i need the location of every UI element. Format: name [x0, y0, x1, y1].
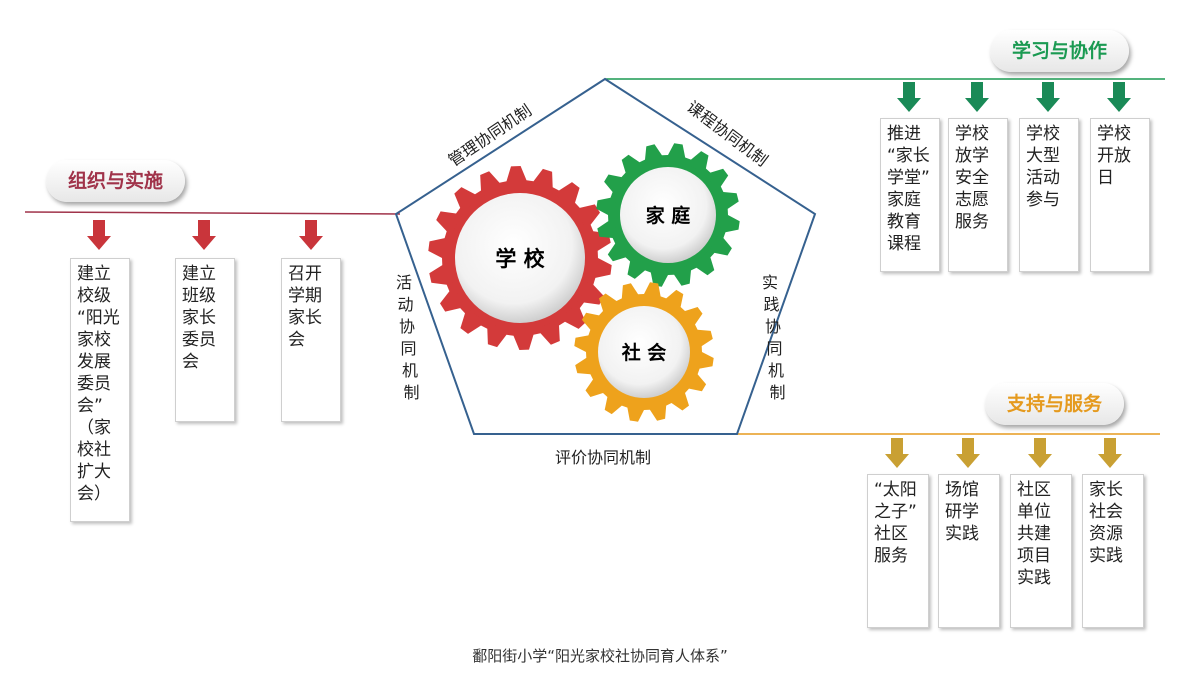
down-arrow-icon: [956, 438, 980, 468]
learn-card: 学校 放学 安全 志愿 服务: [948, 118, 1008, 272]
diagram-caption: 鄱阳街小学“阳光家校社协同育人体系”: [472, 647, 728, 665]
section-label-learn: 学习与协作: [990, 30, 1130, 72]
down-arrow-icon: [885, 438, 909, 468]
practice-vertical-char: 同: [766, 339, 782, 358]
gear-society-label: 社 会: [621, 341, 667, 364]
gear-family: 家 庭: [596, 143, 740, 287]
organize-card: 建立 校级 “阳光 家校 发展 委员 会” （家 校社 扩大 会）: [70, 258, 130, 522]
mechanism-management-label: 管理协同机制: [445, 101, 535, 170]
learn-card: 推进 “家长 学堂” 家庭 教育 课程: [880, 118, 940, 272]
down-arrow-icon: [1028, 438, 1052, 468]
practice-vertical-char: 协: [765, 317, 781, 336]
activity-vertical-char: 制: [403, 383, 419, 402]
organize-card: 建立 班级 家长 委员 会: [175, 258, 235, 422]
practice-vertical-char: 机: [768, 361, 784, 380]
activity-vertical-char: 协: [399, 317, 415, 336]
down-arrow-icon: [1036, 82, 1060, 112]
down-arrow-icon: [965, 82, 989, 112]
practice-vertical-char: 制: [769, 383, 785, 402]
support-card: 场馆 研学 实践: [938, 474, 1000, 628]
section-label-organize: 组织与实施: [46, 160, 186, 202]
learn-card: 学校 开放 日: [1090, 118, 1150, 272]
down-arrow-icon: [897, 82, 921, 112]
activity-vertical-char: 同: [400, 339, 416, 358]
mechanism-pentagon: [394, 77, 817, 435]
support-card: 社区 单位 共建 项目 实践: [1010, 474, 1072, 628]
down-arrow-icon: [192, 220, 216, 250]
down-arrow-icon: [299, 220, 323, 250]
practice-vertical-char: 实: [762, 273, 778, 292]
gear-school: 学 校: [428, 166, 612, 350]
down-arrow-icon: [87, 220, 111, 250]
mechanism-evaluation-label: 评价协同机制: [555, 448, 651, 467]
support-arrows: [885, 438, 1122, 468]
gear-society: 社 会: [574, 282, 714, 422]
learn-card: 学校 大型 活动 参与: [1019, 118, 1079, 272]
activity-vertical-char: 机: [402, 361, 418, 380]
activity-vertical-char: 动: [397, 295, 413, 314]
gear-society-hub: [598, 306, 690, 398]
support-card: “太阳 之子” 社区 服务: [867, 474, 929, 628]
section-label-support: 支持与服务: [985, 383, 1125, 425]
learn-arrows: [897, 82, 1131, 112]
gear-family-label: 家 庭: [646, 204, 691, 227]
gear-school-hub: [455, 193, 585, 323]
down-arrow-icon: [1098, 438, 1122, 468]
organize-card: 召开 学期 家长 会: [281, 258, 341, 422]
gear-family-hub: [620, 167, 716, 263]
activity-vertical-char: 活: [396, 273, 412, 292]
organize-arrows: [87, 220, 323, 250]
organize-line: [24, 211, 401, 215]
down-arrow-icon: [1107, 82, 1131, 112]
gear-school-label: 学 校: [495, 247, 545, 271]
support-card: 家长 社会 资源 实践: [1082, 474, 1144, 628]
practice-vertical-char: 践: [763, 295, 779, 314]
